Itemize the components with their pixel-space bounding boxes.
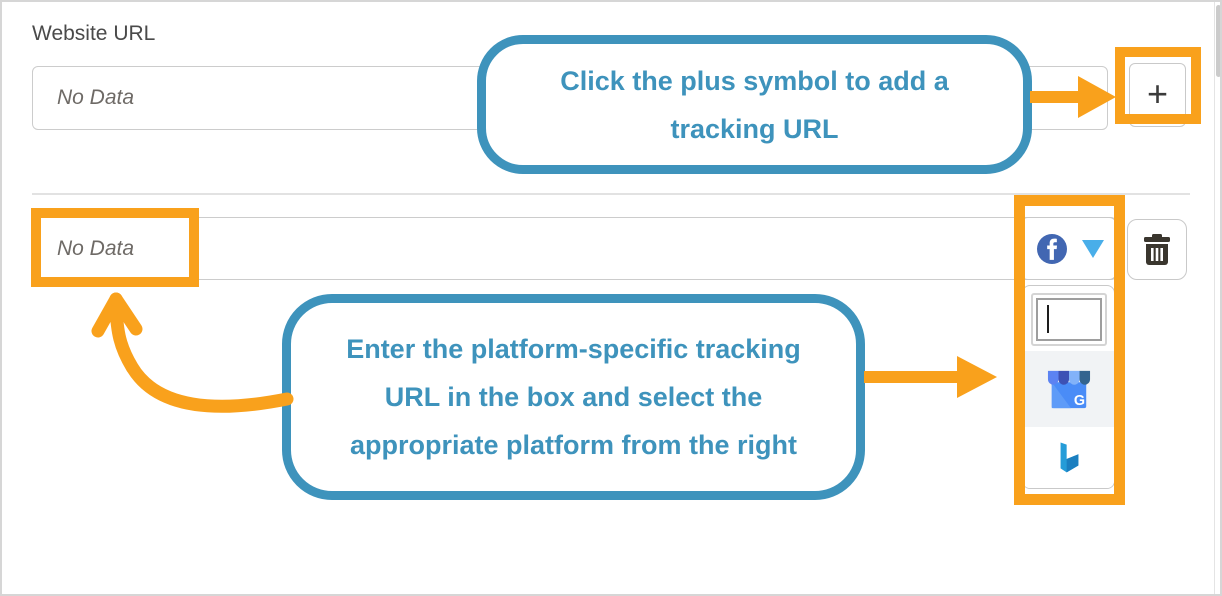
google-my-business-icon: G: [1046, 367, 1092, 411]
chevron-down-icon: [1082, 239, 1104, 258]
website-url-label: Website URL: [32, 22, 156, 45]
callout-line: URL in the box and select the: [384, 382, 763, 412]
callout-line: Click the plus symbol to add a: [560, 65, 949, 96]
scrollbar-track: [1214, 2, 1215, 594]
callout-add-tracking-url: Click the plus symbol to add a tracking …: [477, 35, 1032, 174]
trash-icon: [1143, 233, 1171, 266]
callout-line: appropriate platform from the right: [349, 430, 798, 460]
platform-search-input[interactable]: [1031, 293, 1107, 346]
callout-line: Enter the platform-specific tracking: [346, 334, 801, 364]
platform-dropdown-panel: G: [1022, 285, 1115, 489]
platform-search-inner: [1036, 298, 1102, 341]
plus-icon: +: [1146, 72, 1169, 114]
curved-arrow-up-icon: [91, 292, 294, 413]
highlight-box-platform-panel: [1014, 195, 1125, 505]
scrollbar-thumb[interactable]: [1216, 5, 1220, 77]
platform-option-bing[interactable]: [1023, 427, 1114, 488]
delete-tracking-url-button[interactable]: [1127, 219, 1187, 280]
callout-platform-tracking-url: Enter the platform-specific tracking URL…: [282, 294, 865, 500]
section-divider: [32, 193, 1190, 195]
text-cursor: [1047, 305, 1049, 333]
arrow-right-icon: [864, 356, 997, 398]
bing-icon: [1054, 440, 1084, 476]
platform-option-google-my-business[interactable]: G: [1023, 351, 1114, 427]
arrow-right-icon: [1030, 76, 1116, 118]
callout-line: tracking URL: [670, 113, 839, 144]
facebook-icon: [1037, 233, 1067, 264]
tracking-url-input[interactable]: No Data: [32, 217, 1117, 280]
highlight-box-tracking-input: [31, 208, 199, 287]
tracking-url-placeholder: No Data: [57, 236, 135, 260]
gmb-letter: G: [1073, 393, 1084, 409]
website-url-placeholder: No Data: [57, 86, 135, 109]
highlight-box-add-button: [1115, 47, 1201, 124]
